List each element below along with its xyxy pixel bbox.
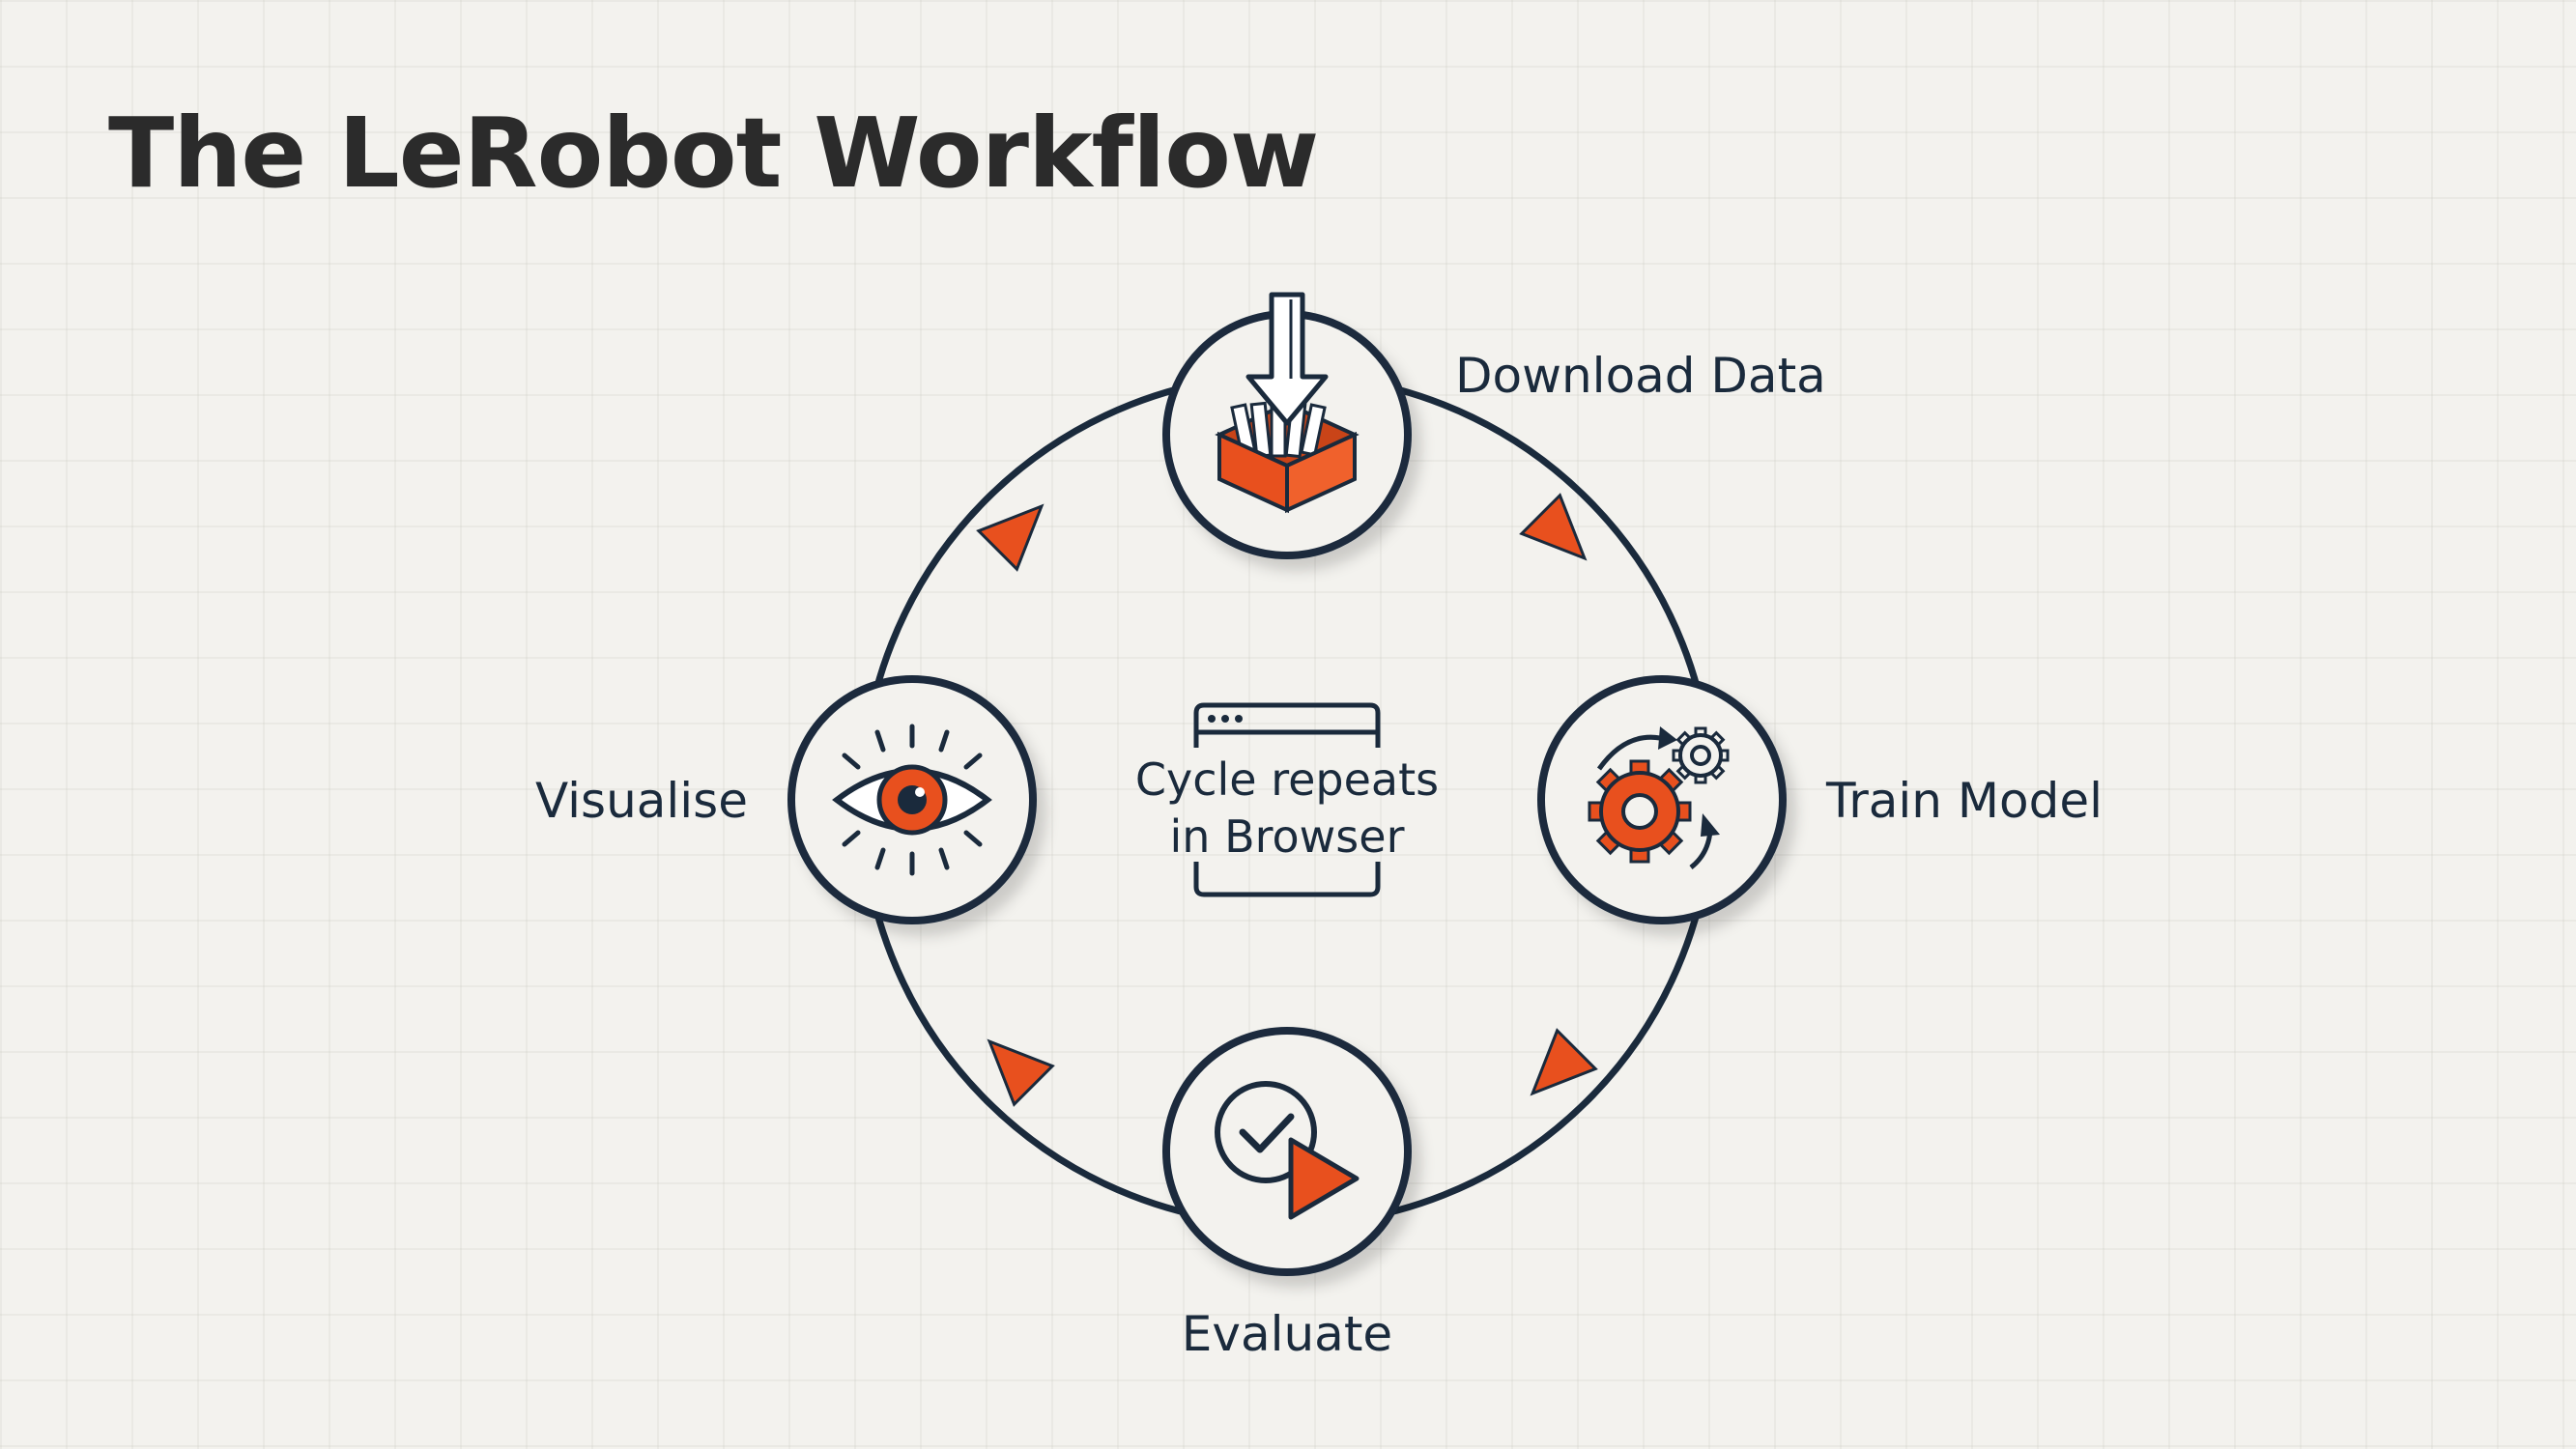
browser-window-icon	[1193, 702, 1381, 897]
arrow-download-to-train	[1519, 493, 1588, 561]
arrow-evaluate-to-visualise	[987, 1038, 1055, 1107]
label-visualise: Visualise	[535, 773, 748, 829]
center-text-line-1: Cycle repeats	[1135, 753, 1439, 806]
step-evaluate	[1162, 1027, 1412, 1276]
arrow-visualise-to-download	[976, 503, 1045, 572]
small-gear-shape	[1672, 726, 1730, 784]
center-text-line-2: in Browser	[1170, 810, 1405, 863]
label-train-model: Train Model	[1825, 773, 2103, 829]
arrow-train-to-evaluate	[1530, 1028, 1598, 1096]
step-download-data	[1162, 292, 1412, 559]
label-evaluate: Evaluate	[1182, 1306, 1392, 1362]
gears-icon	[1588, 726, 1730, 869]
label-download-data: Download Data	[1455, 348, 1826, 404]
check-play-icon	[1215, 1081, 1360, 1220]
eye-icon	[832, 724, 992, 876]
large-gear-shape	[1588, 759, 1692, 864]
download-box-icon	[1215, 292, 1360, 514]
step-train-model	[1537, 675, 1787, 924]
page-title: The LeRobot Workflow	[108, 97, 1319, 210]
step-visualise	[787, 675, 1037, 924]
